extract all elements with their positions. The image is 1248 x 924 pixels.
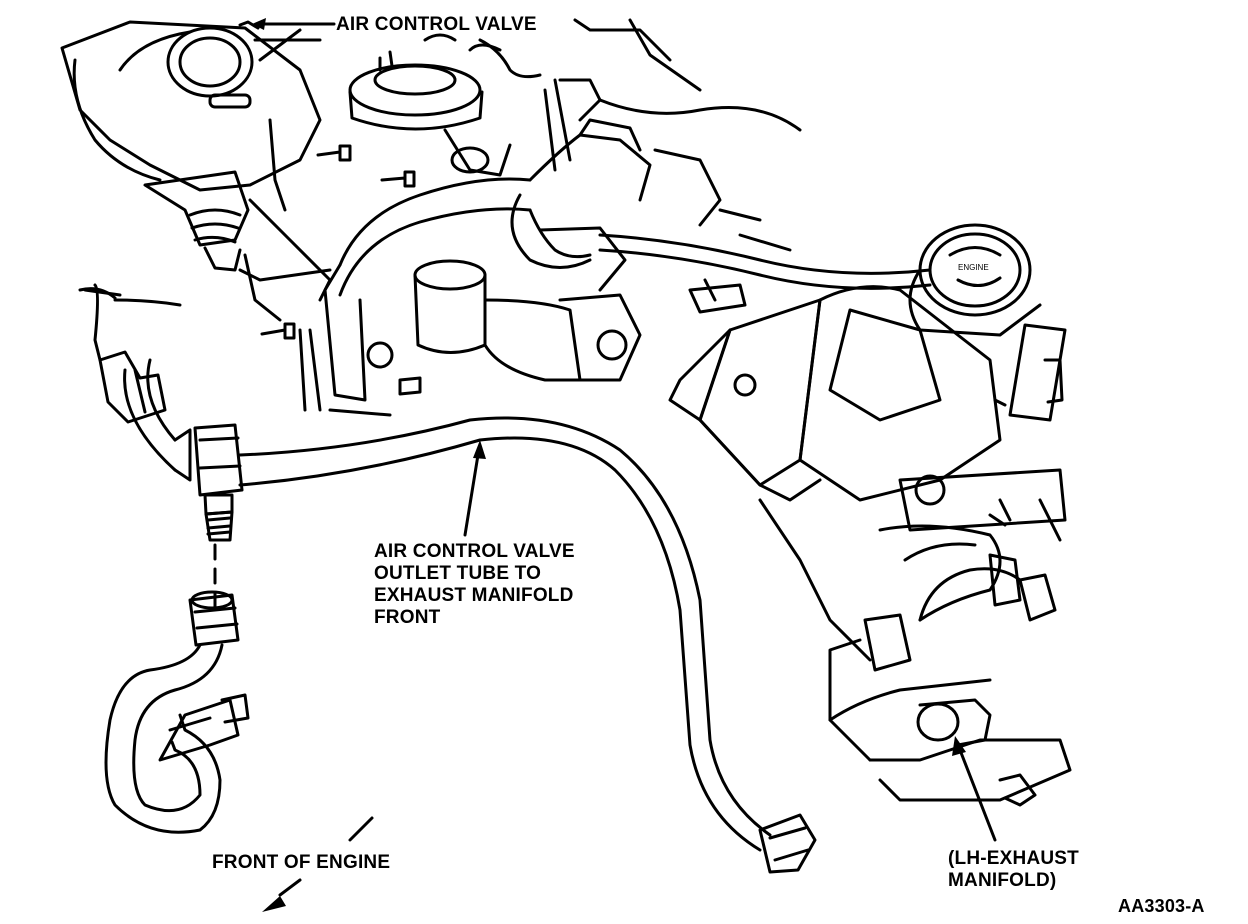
figure-id: AA3303-A <box>1118 896 1205 916</box>
lh-exhaust-manifold-label: (LH-EXHAUST MANIFOLD) <box>948 848 1079 892</box>
lower-tube-section <box>104 590 250 834</box>
lh-exhaust-label-leader <box>958 748 997 842</box>
outlet-label-leader <box>463 453 480 537</box>
outlet-label-arrowhead <box>473 440 486 459</box>
outlet-tube-label-line-3: EXHAUST MANIFOLD <box>374 585 574 606</box>
front-of-engine-label: FRONT OF ENGINE <box>212 852 391 873</box>
upper-tube-right <box>598 148 932 314</box>
left-tube-stub <box>83 283 182 424</box>
oil-fill-cap: ENGINE <box>908 223 1067 422</box>
front-of-engine-line-upper <box>348 816 374 842</box>
engine-block-left <box>78 118 392 417</box>
upper-valve <box>348 33 512 177</box>
air-control-valve-label: AIR CONTROL VALVE <box>336 14 537 35</box>
front-of-engine-arrowhead <box>262 896 286 912</box>
outlet-tube <box>123 358 772 852</box>
acv-label-arrowhead <box>252 18 266 30</box>
tube-end-nut <box>758 813 817 874</box>
lh-exhaust-arrowhead <box>952 736 966 756</box>
air-control-valve <box>60 20 322 272</box>
outlet-tube-label-line-4: FRONT <box>374 607 441 628</box>
air-hose-upper <box>323 118 652 402</box>
upper-right-hoses <box>478 18 802 172</box>
central-fittings <box>366 226 642 382</box>
lh-exhaust-label-line-1: (LH-EXHAUST <box>948 848 1079 869</box>
bolts-left <box>260 144 422 396</box>
front-of-engine-line-lower <box>278 878 302 897</box>
outlet-tube-fitting <box>193 423 244 542</box>
exhaust-manifold <box>828 468 1072 807</box>
outlet-tube-label-line-1: AIR CONTROL VALVE <box>374 541 575 562</box>
outlet-tube-label-line-2: OUTLET TUBE TO <box>374 563 542 584</box>
lh-exhaust-label-line-2: MANIFOLD) <box>948 870 1057 891</box>
svg-text:ENGINE: ENGINE <box>958 263 989 272</box>
outlet-tube-label: AIR CONTROL VALVE OUTLET TUBE TO EXHAUST… <box>374 541 575 629</box>
